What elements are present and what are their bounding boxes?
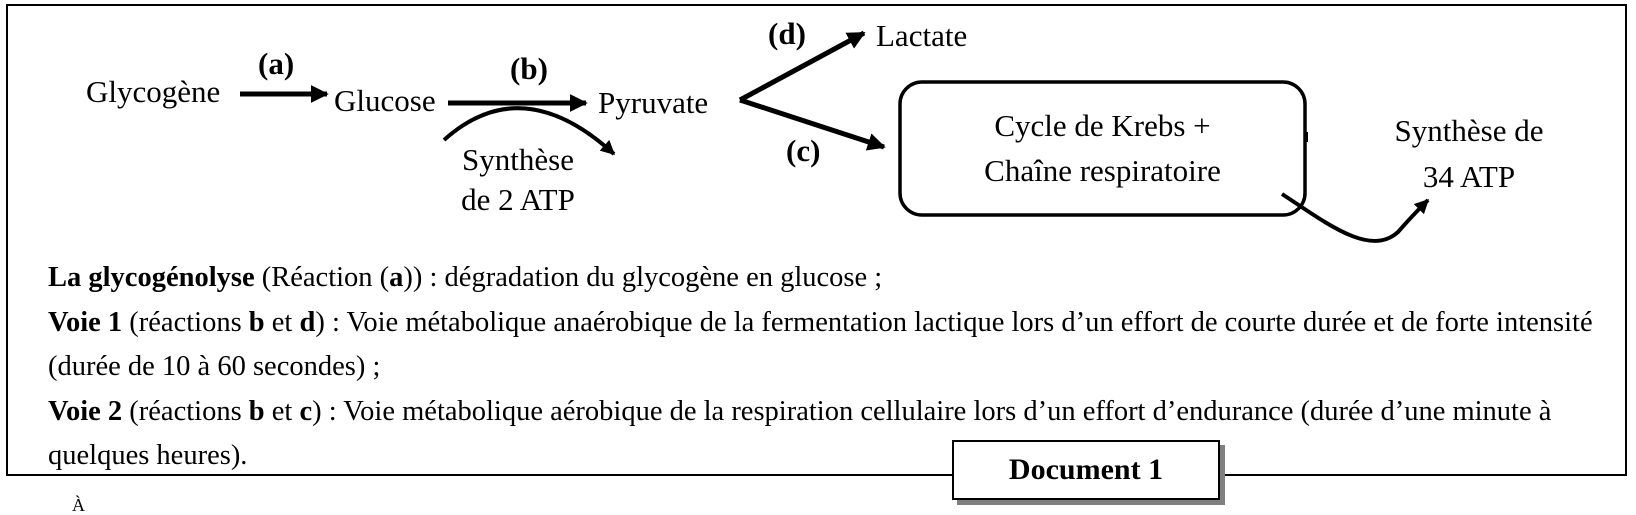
text-span: (réactions	[122, 306, 249, 338]
node-atp34: Synthèse de 34 ATP	[1360, 108, 1578, 200]
explanation-text: La glycogénolyse (Réaction (a)) : dégrad…	[48, 256, 1618, 479]
reaction-c-label: (c)	[786, 133, 821, 168]
text-span: et	[264, 395, 300, 427]
node-lactate: Lactate	[876, 18, 968, 53]
text-span: ) : Voie métabolique aérobique de la res…	[48, 395, 1552, 472]
bottom-mark: À	[72, 495, 85, 515]
document-frame	[6, 4, 1627, 476]
node-glycogene: Glycogène	[86, 74, 221, 109]
text-bold-letter: b	[248, 306, 265, 338]
text-bold-letter: b	[248, 395, 265, 427]
text-span: (réactions	[122, 395, 249, 427]
text-line-voie1: Voie 1 (réactions b et d) : Voie métabol…	[48, 301, 1618, 390]
document-label: Document 1	[952, 440, 1220, 500]
text-bold-letter: d	[299, 306, 316, 338]
text-span: et	[264, 306, 300, 338]
text-span: )) : dégradation du glycogène en glucose…	[403, 262, 883, 293]
reaction-a-label: (a)	[258, 46, 295, 81]
node-pyruvate: Pyruvate	[598, 85, 709, 120]
krebs-line2: Chaîne respiratoire	[984, 153, 1221, 188]
voie2-term: Voie 2	[48, 395, 123, 427]
atp34-line2: 34 ATP	[1422, 159, 1516, 194]
krebs-box	[898, 80, 1307, 217]
node-atp2: Synthèse de 2 ATP	[444, 140, 592, 220]
atp34-line1: Synthèse de	[1394, 113, 1544, 148]
arrow-atp2-curve	[442, 106, 616, 156]
text-span: ) : Voie métabolique anaérobique de la f…	[48, 306, 1593, 383]
node-glucose: Glucose	[334, 83, 436, 118]
text-span: (Réaction (	[254, 262, 390, 293]
reaction-b-label: (b)	[510, 51, 548, 86]
text-bold-letter: c	[299, 395, 313, 427]
arrow-atp34-curve	[1280, 192, 1430, 243]
atp2-line1: Synthèse	[462, 142, 574, 177]
text-line-voie2: Voie 2 (réactions b et c) : Voie métabol…	[48, 390, 1618, 479]
atp2-line2: de 2 ATP	[461, 182, 575, 217]
arrow-reaction-c	[739, 97, 886, 151]
reaction-d-label: (d)	[768, 16, 806, 51]
arrow-reaction-d	[738, 30, 866, 103]
text-line-glycogenolysis: La glycogénolyse (Réaction (a)) : dégrad…	[48, 256, 1618, 301]
glycogenolysis-term: La glycogénolyse	[48, 262, 255, 293]
krebs-box-label: Cycle de Krebs + Chaîne respiratoire	[900, 103, 1305, 193]
voie1-term: Voie 1	[48, 306, 123, 338]
krebs-line1: Cycle de Krebs +	[994, 108, 1211, 143]
text-bold-letter: a	[389, 262, 404, 293]
